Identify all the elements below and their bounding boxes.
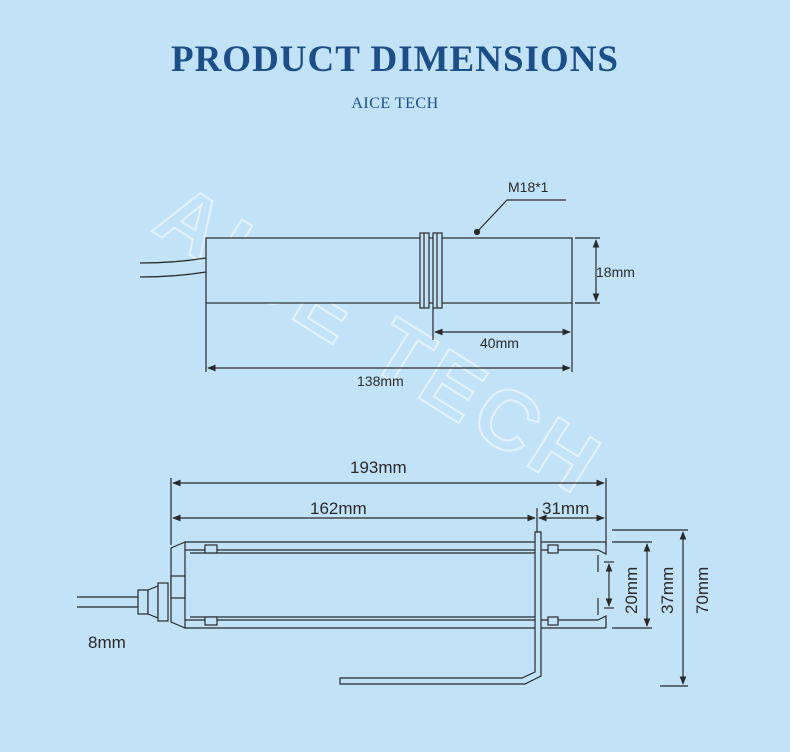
body-length-label: 162mm [310,499,367,518]
thread-label: M18*1 [508,179,549,195]
outer-width-label: 37mm [658,567,677,614]
sensor-body [205,237,573,304]
end-length-label: 31mm [542,499,589,518]
diameter-label: 18mm [596,264,635,280]
inner-gap-label: 20mm [622,567,641,614]
bracket-view [77,478,688,687]
sensor-cable [139,257,207,264]
page-title: PRODUCT DIMENSIONS [170,39,620,80]
sensor-view [139,199,600,372]
page-subtitle: AICE TECH [351,95,439,112]
overall-length-label: 193mm [350,458,407,477]
thread-leader [476,199,566,233]
cable-connector [137,589,149,615]
mount-plate [339,531,542,685]
cable-label: 8mm [88,633,126,652]
total-height-label: 70mm [693,567,712,614]
thread-length-label: 40mm [480,335,519,351]
total-length-label: 138mm [357,373,404,389]
